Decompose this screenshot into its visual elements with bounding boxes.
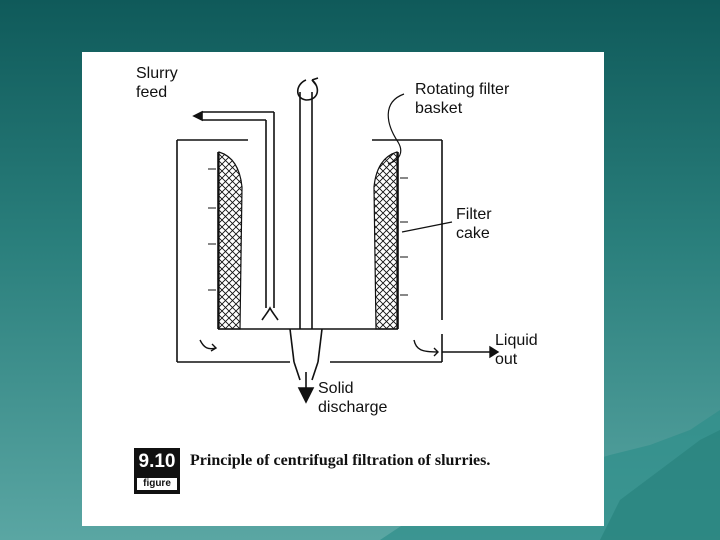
rotating-basket [217,152,399,330]
liquid-flow-arrows [199,339,500,359]
label-slurry-feed: Slurry feed [136,65,178,101]
filtrate-flow-ticks [208,168,408,296]
discharge-cone [289,328,323,404]
figure-badge: 9.10 figure [134,448,180,494]
figure-caption: Principle of centrifugal filtration of s… [190,452,491,469]
label-liquid-out: Liquid out [495,332,538,368]
filter-cake-left [218,151,243,330]
central-shaft [296,77,319,329]
label-rotating-filter-basket: Rotating filter basket [415,81,510,117]
figure-word: figure [137,478,177,490]
label-filter-cake: Filter cake [456,206,492,242]
diagram-card: Slurry feed Rotating filter basket Filte… [82,52,604,526]
label-solid-discharge: Solid discharge [318,380,388,416]
slurry-feed-pipe [192,110,279,321]
figure-number: 9.10 [138,451,176,472]
leader-lines [387,93,453,233]
centrifuge-diagram [176,77,500,404]
filter-cake-right [373,151,398,330]
outer-housing [176,139,443,363]
